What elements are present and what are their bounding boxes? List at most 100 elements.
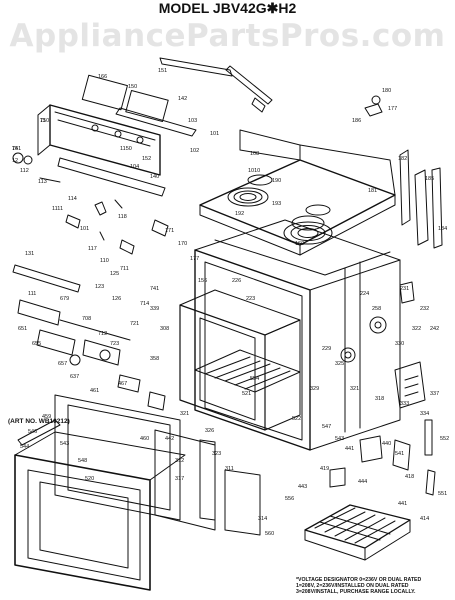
part-callout: 1150	[120, 146, 132, 152]
voltage-note-line: 1=208V, 2=236V/INSTALLED ON DUAL RATED	[296, 583, 409, 589]
part-callout: 467	[118, 381, 127, 387]
part-callout: 180	[382, 88, 391, 94]
part-callout: 314	[258, 516, 267, 522]
part-callout: 712	[98, 331, 107, 337]
part-callout: 544	[20, 444, 29, 450]
part-callout: 714	[140, 301, 149, 307]
part-callout: 11	[40, 118, 46, 124]
oven-cavity	[179, 289, 301, 431]
part-callout: 655	[32, 341, 41, 347]
control-panel	[37, 74, 169, 197]
part-callout: 193	[272, 201, 281, 207]
part-callout: 723	[110, 341, 119, 347]
part-callout: 358	[150, 356, 159, 362]
part-callout: 711	[120, 266, 129, 272]
part-callout: 170	[178, 241, 187, 247]
part-callout: 326	[205, 428, 214, 434]
part-callout: 185	[425, 176, 434, 182]
part-callout: 192	[235, 211, 244, 217]
part-callout: 182	[398, 156, 407, 162]
side-trim-group	[364, 95, 443, 249]
part-callout: 117	[88, 246, 97, 252]
part-callout: 637	[70, 374, 79, 380]
part-callout: 543	[60, 441, 69, 447]
part-callout: 339	[150, 306, 159, 312]
part-callout: 190	[272, 178, 281, 184]
part-callout: 441	[345, 446, 354, 452]
part-callout: 126	[112, 296, 121, 302]
part-callout: 101	[80, 226, 89, 232]
part-callout: 721	[130, 321, 139, 327]
part-callout: 131	[25, 251, 34, 257]
part-callout: 108	[250, 151, 259, 157]
callout-labels: 1115121121131141111101117110125123126131…	[12, 68, 449, 537]
part-callout: 322	[412, 326, 421, 332]
right-components	[329, 281, 436, 496]
part-callout: 231	[400, 286, 409, 292]
part-callout: 556	[285, 496, 294, 502]
door-panels	[199, 439, 261, 536]
part-callout: 330	[395, 341, 404, 347]
part-callout: 111	[28, 291, 36, 297]
part-callout: 418	[405, 474, 414, 480]
part-callout: 317	[175, 476, 184, 482]
broiler-pan	[304, 504, 411, 561]
part-callout: 560	[265, 531, 274, 537]
part-callout: 461	[90, 388, 99, 394]
left-small-parts	[12, 152, 169, 255]
part-callout: 442	[165, 436, 174, 442]
part-callout: 651	[18, 326, 27, 332]
part-callout: 441	[398, 501, 407, 507]
part-callout: 551	[438, 491, 447, 497]
part-callout: 312	[175, 458, 184, 464]
part-callout: 337	[430, 391, 439, 397]
part-callout: 440	[382, 441, 391, 447]
part-callout: 152	[142, 156, 151, 162]
part-callout: 541	[395, 451, 404, 457]
part-callout: 1010	[248, 168, 260, 174]
part-callout: 333	[400, 401, 409, 407]
part-callout: 321	[350, 386, 359, 392]
part-callout: 125	[110, 271, 119, 277]
part-callout: 1111	[52, 206, 63, 212]
part-callout: 311	[225, 466, 234, 472]
part-callout: 103	[188, 118, 197, 124]
part-callout: 708	[82, 316, 91, 322]
left-lower-components	[12, 264, 166, 411]
part-callout: 113	[38, 179, 47, 185]
part-callout: 224	[360, 291, 369, 297]
part-callout: 657	[58, 361, 67, 367]
part-callout: 142	[178, 96, 187, 102]
part-callout: 548	[78, 458, 87, 464]
part-callout: 323	[212, 451, 221, 457]
part-callout: 460	[140, 436, 149, 442]
part-callout: 459	[42, 414, 51, 420]
part-callout: 171	[165, 228, 174, 234]
part-callout: 741	[12, 146, 21, 152]
part-callout: 160	[295, 241, 304, 247]
part-callout: 522	[292, 416, 301, 422]
part-callout: 226	[232, 278, 241, 284]
part-callout: 414	[420, 516, 429, 522]
art-number: (ART NO. WB10212)	[8, 418, 70, 425]
part-callout: 166	[98, 74, 107, 80]
part-callout: 15	[12, 146, 18, 152]
part-callout: 104	[130, 164, 139, 170]
part-callout: 329	[310, 386, 319, 392]
part-callout: 181	[368, 188, 377, 194]
cooktop	[199, 129, 396, 256]
part-callout: 242	[430, 326, 439, 332]
voltage-note-line: 3=208V/INSTALL, PURCHASE RANGE LOCALLY.	[296, 589, 416, 595]
part-callout: 552	[440, 436, 449, 442]
top-rail-group	[115, 57, 273, 137]
part-callout: 110	[100, 258, 109, 264]
part-callout: 325	[335, 361, 344, 367]
model-title: MODEL JBV42G✱H2	[158, 0, 297, 16]
part-callout: 186	[352, 118, 361, 124]
part-callout: 308	[160, 326, 169, 332]
part-callout: 114	[68, 196, 77, 202]
part-callout: 750	[40, 118, 49, 124]
part-callout: 554	[250, 376, 259, 382]
